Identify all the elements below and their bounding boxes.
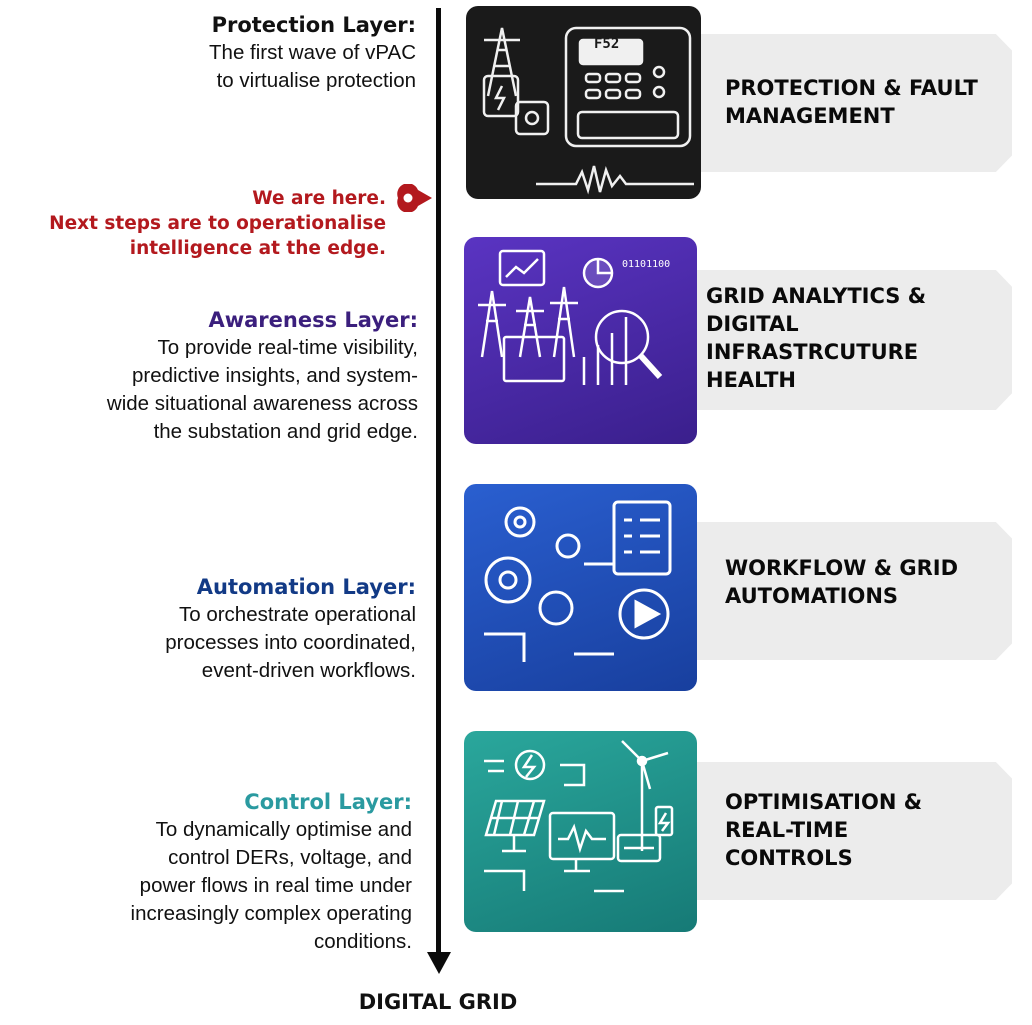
control-layer-desc-4: increasingly complex operating bbox=[130, 902, 412, 925]
controls-illustration bbox=[464, 731, 697, 932]
automation-layer-title: Automation Layer: bbox=[196, 575, 416, 599]
timeline-arrowhead bbox=[427, 952, 451, 974]
timeline-axis bbox=[436, 8, 441, 958]
relay-device-icon bbox=[564, 26, 692, 148]
power-pylon-icon bbox=[484, 27, 520, 97]
analytics-tag: GRID ANALYTICS & DIGITAL INFRASTRCUTURE … bbox=[690, 270, 1012, 410]
protection-layer-desc-2: to virtualise protection bbox=[216, 69, 416, 92]
analytics-tag-line-1: GRID ANALYTICS & bbox=[706, 284, 927, 308]
automation-layer-desc-3: event-driven workflows. bbox=[201, 659, 416, 682]
gear-icon bbox=[504, 506, 536, 538]
current-position-note: We are here. Next steps are to operation… bbox=[20, 186, 386, 261]
marker-line-3: intelligence at the edge. bbox=[129, 238, 386, 259]
pylon-icon bbox=[478, 290, 506, 358]
awareness-layer-desc-4: the substation and grid edge. bbox=[153, 420, 418, 443]
relay-display-text: F52 bbox=[594, 36, 620, 52]
protection-tag-line-1: PROTECTION & FAULT bbox=[725, 76, 978, 100]
protection-tag: PROTECTION & FAULT MANAGEMENT bbox=[690, 34, 1012, 172]
automation-layer-desc-1: To orchestrate operational bbox=[178, 603, 416, 626]
control-layer-desc-3: power flows in real time under bbox=[139, 874, 412, 897]
axis-bottom-label: DIGITAL GRID bbox=[358, 990, 518, 1014]
workflow-tag-line-2: AUTOMATIONS bbox=[725, 584, 899, 608]
analytics-tag-line-3: INFRASTRCUTURE bbox=[706, 340, 919, 364]
automation-layer-text: Automation Layer: To orchestrate operati… bbox=[40, 574, 416, 685]
control-layer-desc-2: control DERs, voltage, and bbox=[168, 846, 412, 869]
controls-tag-line-3: CONTROLS bbox=[725, 846, 853, 870]
workflow-tag-line-1: WORKFLOW & GRID bbox=[725, 556, 959, 580]
checklist-icon bbox=[612, 500, 672, 576]
awareness-layer-desc-3: wide situational awareness across bbox=[106, 392, 418, 415]
location-pin-icon bbox=[397, 184, 432, 212]
awareness-layer-title: Awareness Layer: bbox=[208, 308, 418, 332]
play-button-icon bbox=[618, 588, 670, 640]
control-layer-title: Control Layer: bbox=[244, 790, 412, 814]
analytics-tag-line-2: DIGITAL bbox=[706, 312, 799, 336]
marker-line-1: We are here. bbox=[252, 188, 386, 209]
awareness-layer-desc-2: predictive insights, and system- bbox=[132, 364, 418, 387]
workflow-tag: WORKFLOW & GRID AUTOMATIONS bbox=[690, 522, 1012, 660]
workflow-illustration bbox=[464, 484, 697, 691]
controls-tag-line-1: OPTIMISATION & bbox=[725, 790, 923, 814]
protection-illustration: F52 bbox=[466, 6, 701, 199]
control-layer-desc-5: conditions. bbox=[313, 930, 412, 953]
analytics-illustration: 01101100 bbox=[464, 237, 697, 444]
monitor-icon bbox=[548, 811, 616, 861]
marker-line-2: Next steps are to operationalise bbox=[49, 213, 386, 234]
binary-data-text: 01101100 bbox=[622, 259, 671, 270]
controls-tag: OPTIMISATION & REAL-TIME CONTROLS bbox=[690, 762, 1012, 900]
protection-layer-title: Protection Layer: bbox=[211, 13, 416, 37]
lightning-icon bbox=[514, 749, 546, 781]
wind-turbine-icon bbox=[621, 740, 669, 851]
awareness-layer-desc-1: To provide real-time visibility, bbox=[157, 336, 418, 359]
control-layer-text: Control Layer: To dynamically optimise a… bbox=[20, 789, 412, 956]
automation-layer-desc-2: processes into coordinated, bbox=[165, 631, 416, 654]
controls-tag-line-2: REAL-TIME bbox=[725, 818, 849, 842]
protection-tag-line-2: MANAGEMENT bbox=[725, 104, 895, 128]
solar-panel-icon bbox=[484, 799, 546, 837]
control-layer-desc-1: To dynamically optimise and bbox=[155, 818, 412, 841]
awareness-layer-text: Awareness Layer: To provide real-time vi… bbox=[10, 307, 418, 446]
magnifier-icon bbox=[594, 309, 650, 365]
analytics-tag-line-4: HEALTH bbox=[706, 368, 796, 392]
protection-layer-desc-1: The first wave of vPAC bbox=[209, 41, 416, 64]
protection-layer-text: Protection Layer: The first wave of vPAC… bbox=[60, 12, 416, 95]
